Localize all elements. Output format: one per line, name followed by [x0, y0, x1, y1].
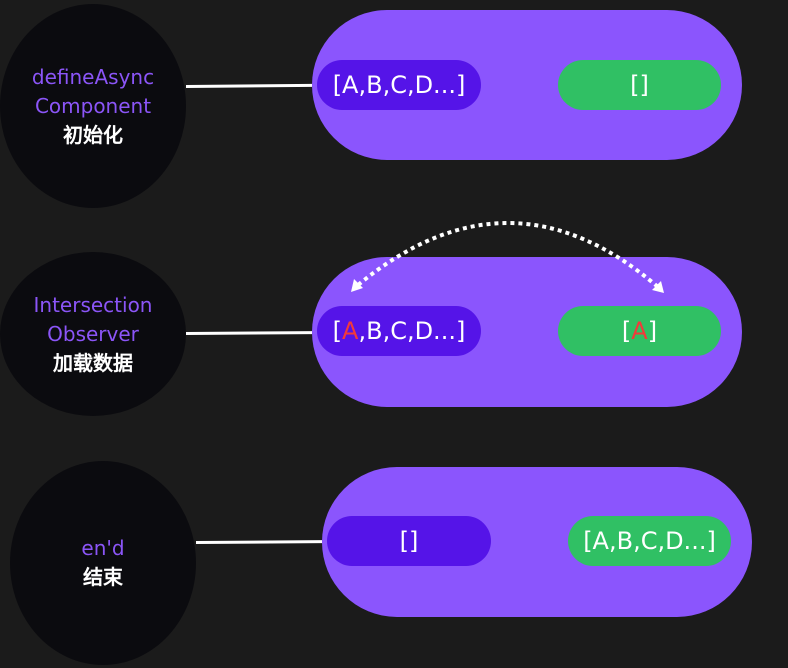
stage-3-connector [195, 540, 323, 544]
stage-3-node: en'd 结束 [10, 461, 196, 665]
stage-2-source-highlight: A [342, 317, 359, 345]
stage-2-target-highlight: A [631, 317, 648, 345]
stage-2-label-en-2: Observer [47, 321, 139, 346]
stage-2-target-open: [ [621, 317, 632, 345]
stage-3-source-array: [] [327, 516, 491, 566]
stage-3-label-en: en'd [81, 536, 125, 560]
stage-3-target-array: [A,B,C,D...] [568, 516, 731, 566]
stage-2-label-zh: 加载数据 [53, 350, 133, 375]
stage-2-source-rest: ,B,C,D...] [358, 317, 466, 345]
stage-2-target-array: [A] [558, 306, 721, 356]
stage-1-source-array: [A,B,C,D...] [317, 60, 481, 110]
stage-1-node: defineAsync Component 初始化 [0, 4, 186, 208]
stage-1-target-text: [] [630, 71, 649, 99]
stage-2-label-en-1: Intersection [33, 292, 153, 317]
stage-2-target-close: ] [647, 317, 658, 345]
stage-3-label-zh: 结束 [83, 565, 123, 589]
stage-3-source-text: [] [399, 527, 419, 555]
stage-1-target-array: [] [558, 60, 721, 110]
stage-2-source-open: [ [332, 317, 343, 345]
stage-1-label-en-2: Component [34, 93, 152, 118]
stage-2-connector [185, 331, 313, 335]
stage-2-node: Intersection Observer 加载数据 [0, 252, 186, 416]
stage-1-connector [185, 83, 313, 88]
stage-3-target-text: [A,B,C,D...] [583, 527, 716, 555]
stage-1-source-text: [A,B,C,D...] [332, 71, 466, 99]
stage-1-label-en-1: defineAsync [31, 64, 155, 89]
stage-2-source-array: [A,B,C,D...] [317, 306, 481, 356]
stage-1-label-zh: 初始化 [63, 122, 123, 147]
